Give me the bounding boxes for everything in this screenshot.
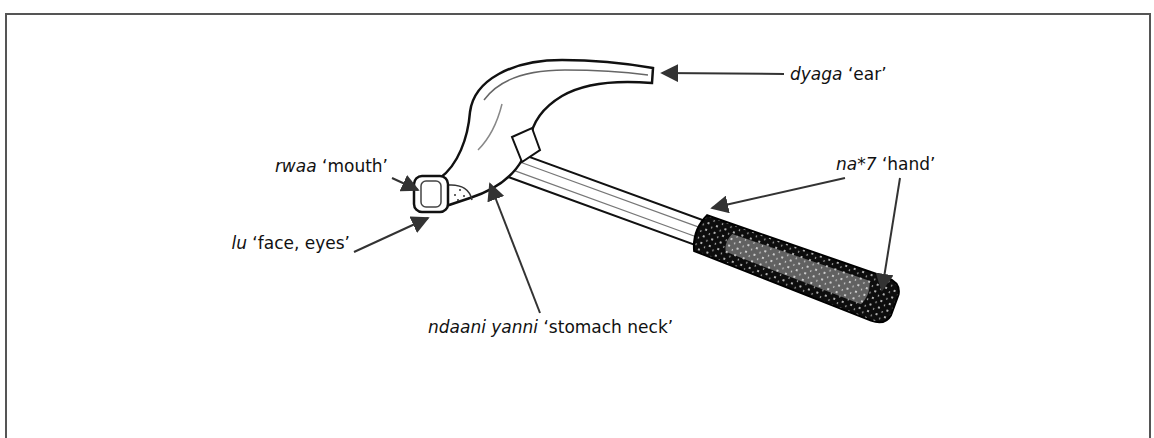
part-label: lu ‘face, eyes’ [231,232,350,254]
part-gloss: ‘mouth’ [322,156,388,176]
frame [6,14,1150,438]
part-term: lu [231,233,247,253]
part-term: rwaa [275,156,317,176]
part-label: rwaa ‘mouth’ [275,155,388,177]
part-label: na*7 ‘hand’ [836,153,936,175]
part-gloss: ‘stomach neck’ [543,317,673,337]
part-gloss: ‘ear’ [848,64,887,84]
part-term: dyaga [790,64,842,84]
part-label: ndaani yanni ‘stomach neck’ [428,316,673,338]
part-gloss: ‘face, eyes’ [252,233,350,253]
hammer-handle [500,142,903,326]
part-term: na*7 [836,154,877,174]
part-term: ndaani yanni [428,317,538,337]
hammer-head [414,60,653,212]
leader-lines [354,73,900,313]
part-gloss: ‘hand’ [882,154,936,174]
part-label: dyaga ‘ear’ [790,63,887,85]
